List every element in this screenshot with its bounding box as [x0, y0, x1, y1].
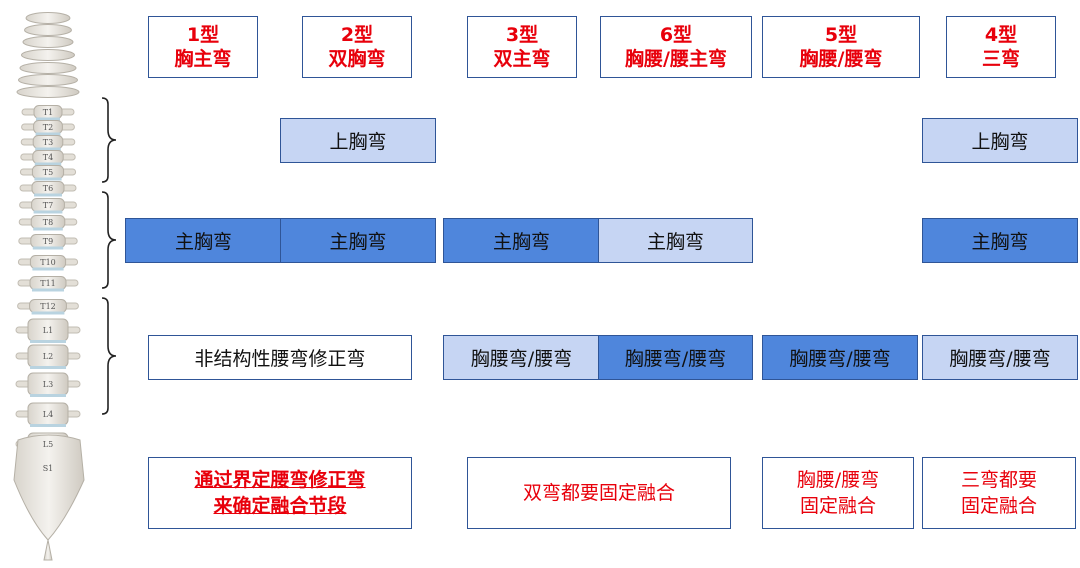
header-type2-number: 2型 [340, 24, 374, 46]
header-type3-name: 双主弯 [493, 48, 551, 70]
intervertebral-disc [35, 147, 61, 151]
spine-label-t7: T7 [43, 201, 53, 210]
fusion-note-type5-line2: 固定融合 [799, 495, 876, 517]
cervical-vertebra [16, 86, 80, 98]
main-thoracic-curve-type6: 主胸弯 [598, 218, 753, 263]
spine-label-t10: T10 [40, 258, 56, 267]
fusion-note-type4-line2: 固定融合 [960, 495, 1037, 517]
thoracolumbar-curve-type3: 胸腰弯/腰弯 [443, 335, 600, 380]
header-type5: 5型 胸腰/腰弯 [762, 16, 920, 78]
spine-label-t9: T9 [43, 237, 53, 246]
header-type1: 1型 胸主弯 [148, 16, 258, 78]
intervertebral-disc [35, 132, 61, 136]
fusion-note-type1-2-line2: 来确定融合节段 [213, 495, 347, 517]
spine-label-t5: T5 [43, 168, 53, 177]
spine-label-t6: T6 [43, 184, 53, 193]
fusion-note-type3-6-text: 双弯都要固定融合 [522, 482, 675, 504]
fusion-note-type3-6: 双弯都要固定融合 [467, 457, 731, 529]
spine-label-t11: T11 [40, 279, 56, 288]
intervertebral-disc [32, 288, 64, 292]
cervical-vertebra [21, 49, 75, 61]
header-type6-name: 胸腰/腰主弯 [625, 48, 727, 70]
fusion-note-type4: 三弯都要 固定融合 [922, 457, 1076, 529]
spine-label-s1: S1 [43, 464, 54, 473]
header-type5-number: 5型 [824, 24, 858, 46]
intervertebral-disc [32, 267, 64, 271]
upper-thoracic-curve-type2: 上胸弯 [280, 118, 436, 163]
spine-label-l2: L2 [43, 352, 53, 361]
header-type2-name: 双胸弯 [328, 48, 386, 70]
spine-label-l4: L4 [43, 410, 53, 419]
cervical-vertebra [25, 12, 71, 24]
intervertebral-disc [30, 366, 66, 369]
bracket-main-thoracic [101, 191, 117, 289]
intervertebral-disc [33, 227, 63, 231]
region-brackets [101, 97, 117, 415]
thoracolumbar-curve-type6: 胸腰弯/腰弯 [598, 335, 753, 380]
fusion-note-type1-2-line1: 通过界定腰弯修正弯 [194, 469, 366, 491]
spine-label-t4: T4 [43, 153, 53, 162]
intervertebral-disc [32, 246, 64, 250]
spine-label-l3: L3 [43, 380, 53, 389]
main-thoracic-curve-type4: 主胸弯 [922, 218, 1078, 263]
spine-label-t2: T2 [43, 123, 53, 132]
header-type2: 2型 双胸弯 [302, 16, 412, 78]
cervical-vertebra [24, 24, 72, 36]
main-thoracic-curve-type1: 主胸弯 [125, 218, 282, 263]
intervertebral-disc [31, 311, 65, 315]
spine-label-t12: T12 [40, 302, 56, 311]
fusion-note-type1-2: 通过界定腰弯修正弯 来确定融合节段 [148, 457, 412, 529]
thoracolumbar-curve-type5: 胸腰弯/腰弯 [762, 335, 918, 380]
bracket-lumbar [101, 297, 117, 415]
intervertebral-disc [30, 424, 66, 427]
spine-label-t1: T1 [43, 108, 53, 117]
cervical-vertebra [18, 74, 78, 86]
cervical-vertebra [19, 62, 77, 74]
header-type5-name: 胸腰/腰弯 [799, 48, 883, 70]
intervertebral-disc [33, 210, 63, 214]
header-type1-name: 胸主弯 [174, 48, 232, 70]
nonstructural-lumbar-curve: 非结构性腰弯修正弯 [148, 335, 412, 380]
main-thoracic-curve-type2: 主胸弯 [280, 218, 436, 263]
intervertebral-disc [34, 193, 62, 197]
header-type1-number: 1型 [186, 24, 220, 46]
header-type3-number: 3型 [505, 24, 539, 46]
header-type4-number: 4型 [984, 24, 1018, 46]
bracket-upper-thoracic [101, 97, 117, 183]
spine-label-t8: T8 [43, 218, 53, 227]
spine-label-t3: T3 [43, 138, 53, 147]
main-thoracic-curve-type3: 主胸弯 [443, 218, 600, 263]
intervertebral-disc [36, 117, 60, 121]
header-type4: 4型 三弯 [946, 16, 1056, 78]
intervertebral-disc [34, 162, 62, 166]
fusion-note-type5-line1: 胸腰/腰弯 [796, 469, 880, 491]
spine-label-l5: L5 [43, 440, 53, 449]
intervertebral-disc [30, 394, 66, 397]
header-type4-name: 三弯 [981, 48, 1020, 70]
sacrum [13, 434, 85, 541]
intervertebral-disc [30, 340, 66, 343]
upper-thoracic-curve-type4: 上胸弯 [922, 118, 1078, 163]
header-type6: 6型 胸腰/腰主弯 [600, 16, 752, 78]
intervertebral-disc [34, 177, 62, 181]
header-type3: 3型 双主弯 [467, 16, 577, 78]
header-type6-number: 6型 [659, 24, 693, 46]
fusion-note-type5: 胸腰/腰弯 固定融合 [762, 457, 914, 529]
spine-label-l1: L1 [43, 326, 53, 335]
fusion-note-type4-line1: 三弯都要 [960, 469, 1037, 491]
thoracolumbar-curve-type4: 胸腰弯/腰弯 [922, 335, 1078, 380]
cervical-vertebra [22, 36, 74, 48]
